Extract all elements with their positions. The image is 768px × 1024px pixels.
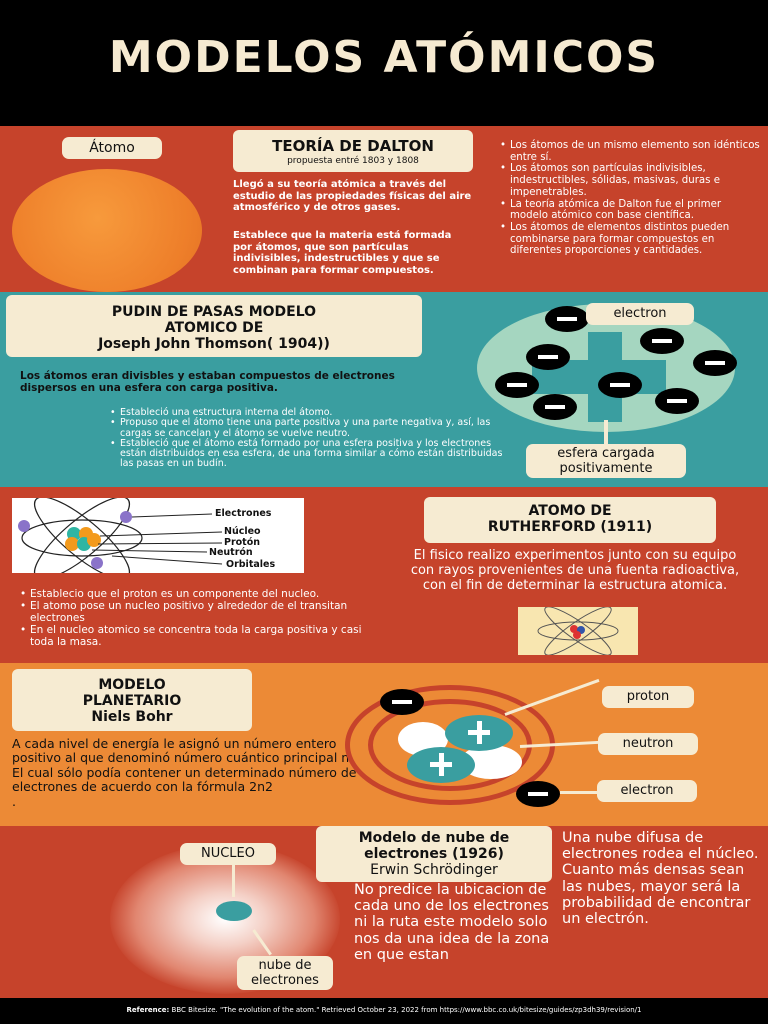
reference-label: Reference: [126,1006,170,1014]
schrodinger-title-2: electrones (1926) [364,846,504,862]
schrodinger-title-card: Modelo de nube de electrones (1926) Erwi… [316,826,552,882]
list-item: Estableció que el átomo está formado por… [110,438,505,470]
footer: Reference: BBC Bitesize. "The evolution … [0,998,768,1024]
diagram-label-proton: Protón [224,537,261,548]
electron-icon [655,388,699,414]
bohr-title-2: PLANETARIO [82,693,182,709]
diagram-label-nucleo: Núcleo [224,526,261,537]
sphere-label: esfera cargada positivamente [526,444,686,478]
diagram-label-neutron: Neutrón [209,547,253,558]
dalton-title: TEORÍA DE DALTON [272,137,434,155]
list-item: Estableció una estructura interna del át… [110,407,505,418]
electron-icon [526,344,570,370]
plus-icon [439,753,444,776]
nube-label-2: electrones [251,973,319,988]
rutherford-atom-image [518,606,638,656]
thomson-title-3: Joseph John Thomson( 1904)) [98,336,330,352]
proton-label: proton [602,686,694,708]
list-item: La teoría atómica de Dalton fue el prime… [500,199,762,222]
electron-icon [495,372,539,398]
rutherford-title-card: ATOMO DE RUTHERFORD (1911) [424,497,716,543]
thomson-title-1: PUDIN DE PASAS MODELO [111,304,317,320]
electron-icon [516,781,560,807]
pointer-line-proton [504,678,600,716]
nube-label-1: nube de [258,958,312,973]
sphere-label-text: esfera cargada positivamente [557,446,655,476]
rutherford-bullet-list: Establecio que el proton es un component… [20,588,380,648]
schrodinger-title-1: Modelo de nube de [358,830,510,846]
dalton-para-1: Llegó a su teoría atómica a través del e… [233,179,472,213]
dalton-para-2: Establece que la materia está formada po… [233,230,452,276]
list-item: Los átomos de elementos distintos pueden… [500,222,762,257]
thomson-lead: Los átomos eran divisbles y estaban comp… [20,370,395,395]
dalton-title-card: TEORÍA DE DALTON propuesta entré 1803 y … [233,130,473,172]
rutherford-section: Electrones Núcleo Protón Neutrón Orbital… [0,487,768,663]
dalton-bullet-list: Los átomos de un mismo elemento son idén… [500,140,762,257]
list-item: Los átomos de un mismo elemento son idén… [500,140,762,163]
rutherford-title-2: RUTHERFORD (1911) [487,519,653,535]
bohr-para-dot: . [12,793,16,809]
electron-label: electron [586,303,694,325]
atom-icon [537,606,619,656]
bohr-title-1: MODELO [98,677,166,693]
rutherford-para: El fisico realizo experimentos junto con… [410,548,740,593]
pointer-arrow-icon [604,420,608,446]
reference-line: Reference: BBC Bitesize. "The evolution … [0,1006,768,1014]
pointer-arrow-icon [232,865,235,897]
electron-icon [598,372,642,398]
thomson-title-card: PUDIN DE PASAS MODELO ATOMICO DE Joseph … [6,295,422,357]
electron-icon [380,689,424,715]
list-item: Los átomos son partículas indivisibles, … [500,163,762,198]
electron-icon [640,328,684,354]
page-title: MODELOS ATÓMICOS [108,32,660,83]
nucleo-label: NUCLEO [180,843,276,865]
thomson-title-2: ATOMICO DE [164,320,264,336]
list-item: El atomo pose un nucleo positivo y alred… [20,600,380,624]
thomson-section: PUDIN DE PASAS MODELO ATOMICO DE Joseph … [0,292,768,487]
plus-icon [477,721,482,744]
bohr-para-text: A cada nivel de energía le asignó un núm… [12,736,357,795]
bohr-section: MODELO PLANETARIO Niels Bohr A cada nive… [0,663,768,826]
electron-icon [533,394,577,420]
dalton-atom-sphere [12,169,202,292]
list-item: Propuso que el átomo tiene una parte pos… [110,418,505,439]
bohr-title-3: Niels Bohr [91,709,173,725]
electron-label: electron [597,780,697,802]
reference-text: BBC Bitesize. "The evolution of the atom… [169,1006,642,1014]
dalton-section: Átomo TEORÍA DE DALTON propuesta entré 1… [0,126,768,292]
dalton-subtitle: propuesta entré 1803 y 1808 [287,156,419,166]
bohr-para: A cada nivel de energía le asignó un núm… [12,736,357,809]
schrodinger-para-right: Una nube difusa de electrones rodea el n… [562,830,759,928]
list-item: Establecio que el proton es un component… [20,588,380,600]
schrodinger-para-left: No predice la ubicacion de cada uno de l… [354,882,550,963]
electron-icon [545,306,589,332]
diagram-label-electrones: Electrones [215,508,272,519]
pointer-line-electron [560,791,600,794]
bohr-title-card: MODELO PLANETARIO Niels Bohr [12,669,252,731]
atom-label: Átomo [62,137,162,159]
diagram-label-orbitales: Orbitales [226,559,276,570]
neutron-label: neutron [598,733,698,755]
nucleus-dot [216,901,252,921]
header: MODELOS ATÓMICOS [0,0,768,126]
rutherford-title-1: ATOMO DE [528,503,612,519]
rutherford-diagram: Electrones Núcleo Protón Neutrón Orbital… [12,496,304,580]
thomson-bullet-list: Estableció una estructura interna del át… [110,407,505,470]
list-item: En el nucleo atomico se concentra toda l… [20,624,380,648]
nube-label: nube de electrones [237,956,333,990]
schrodinger-section: NUCLEO nube de electrones Modelo de nube… [0,826,768,998]
electron-icon [693,350,737,376]
schrodinger-title-3: Erwin Schrödinger [370,862,498,878]
